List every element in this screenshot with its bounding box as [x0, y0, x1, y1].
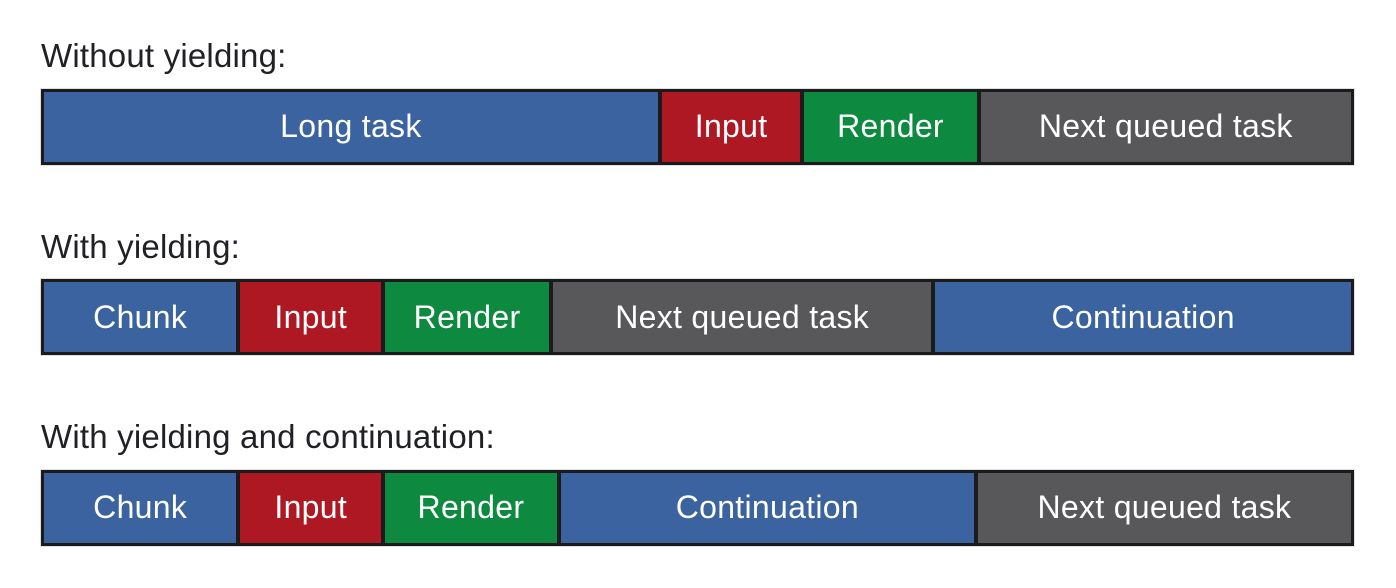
- segment-label: Render: [413, 298, 521, 335]
- row-label-without-yielding: Without yielding:: [41, 37, 287, 74]
- segment-render: Render: [385, 282, 550, 353]
- timeline-bar-without-yielding: Long task Input Render Next queued task: [41, 88, 1354, 165]
- segment-chunk: Chunk: [44, 282, 237, 353]
- segment-label: Render: [417, 489, 525, 526]
- segment-render: Render: [804, 91, 977, 162]
- timeline-bar-with-yielding-and-continuation: Chunk Input Render Continuation Next que…: [41, 469, 1354, 546]
- segment-label: Next queued task: [615, 298, 870, 335]
- segment-label: Next queued task: [1037, 489, 1292, 526]
- segment-input: Input: [240, 282, 382, 353]
- segment-label: Long task: [280, 108, 422, 145]
- section-with-yielding: With yielding: Chunk Input Render Next q…: [41, 227, 1355, 356]
- segment-next-queued-task: Next queued task: [553, 282, 932, 353]
- section-with-yielding-and-continuation: With yielding and continuation: Chunk In…: [41, 417, 1355, 546]
- timeline-diagram: Without yielding: Long task Input Render…: [41, 36, 1355, 546]
- row-label-with-yielding: With yielding:: [41, 227, 241, 265]
- segment-label: Input: [274, 489, 348, 526]
- segment-label: Input: [274, 298, 348, 335]
- segment-chunk: Chunk: [44, 472, 237, 543]
- segment-label: Continuation: [1051, 298, 1235, 335]
- segment-label: Chunk: [93, 489, 188, 526]
- segment-label: Chunk: [93, 298, 188, 335]
- segment-label: Continuation: [675, 489, 859, 526]
- segment-next-queued-task: Next queued task: [977, 472, 1351, 543]
- segment-input: Input: [240, 472, 382, 543]
- segment-next-queued-task: Next queued task: [980, 91, 1351, 162]
- segment-label: Next queued task: [1038, 108, 1293, 145]
- segment-long-task: Long task: [44, 91, 658, 162]
- segment-label: Render: [837, 108, 944, 145]
- segment-label: Input: [694, 108, 768, 145]
- segment-render: Render: [385, 472, 557, 543]
- segment-input: Input: [661, 91, 801, 162]
- timeline-bar-with-yielding: Chunk Input Render Next queued task Cont…: [41, 279, 1354, 356]
- segment-continuation: Continuation: [935, 282, 1351, 353]
- segment-continuation: Continuation: [560, 472, 974, 543]
- section-without-yielding: Without yielding: Long task Input Render…: [41, 36, 1355, 165]
- row-label-with-yielding-and-continuation: With yielding and continuation:: [41, 418, 495, 456]
